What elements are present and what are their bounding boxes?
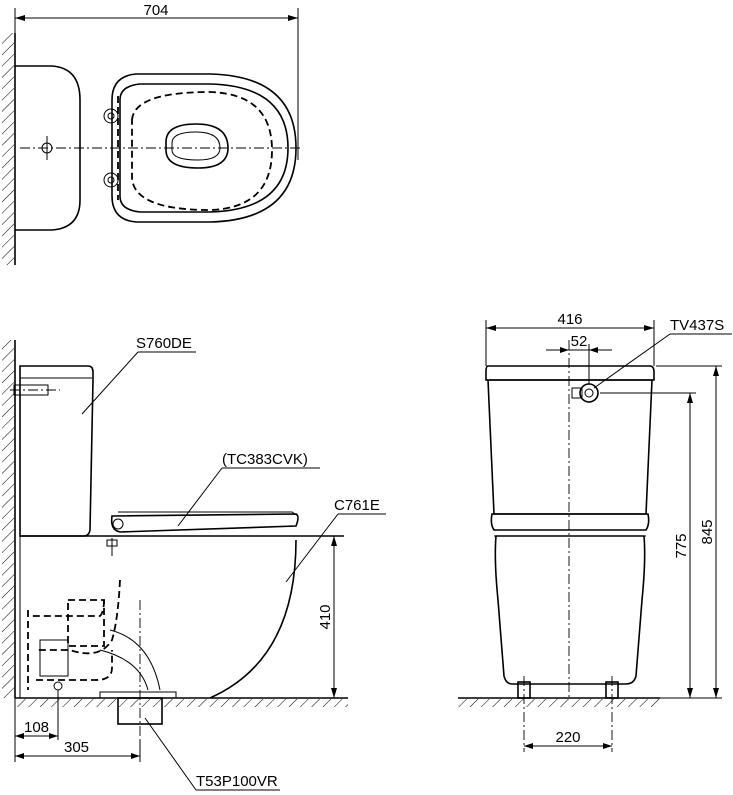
side-108-arrow-right [49,733,58,739]
side-floor-hatch [15,699,348,707]
front-tank-body [487,379,653,515]
side-bowl-label: C761E [334,497,380,514]
side-410-arrow-top [331,536,337,546]
front-width-dim: 416 [557,311,582,328]
side-410-arrow-bottom [331,688,337,698]
side-height-dim: 410 [317,604,334,629]
top-bowl-opening [165,123,229,169]
top-hinge-lower-inner [107,176,115,184]
front-416-arrow-left [486,325,496,331]
side-view: S760DE (TC383CVK) C761E T53P100VR 410 10… [2,335,386,791]
front-handle-plate [571,387,583,399]
top-tank-outline [15,65,81,231]
top-bowl-inner [171,131,221,161]
front-handle-offset-dim: 52 [571,333,588,350]
side-tank-leader [81,351,139,415]
side-trapway-2 [30,599,105,617]
side-305-arrow-left [15,753,24,759]
front-845-arrow-top [713,366,719,376]
front-bolt-spacing-dim: 220 [555,729,580,746]
side-tank-label: S760DE [136,335,192,352]
top-width-dim: 704 [143,2,168,19]
front-845-arrow-bottom [713,688,719,698]
front-416-arrow-right [644,325,654,331]
side-flange-label: T53P100VR [196,773,278,790]
front-220-arrow-left [524,743,533,749]
front-handle-leader [593,333,671,389]
front-775-arrow-top [687,393,693,403]
side-trapway-1 [38,579,121,655]
top-hinge-upper [103,108,119,124]
side-outlet-bolt [53,681,63,691]
side-wall-hatch [2,340,14,698]
side-outlet-rect [39,639,69,677]
side-seat-label: (TC383CVK) [222,451,308,468]
side-trap-curve [109,629,161,691]
side-lid-outline [118,511,299,517]
side-flange-leader [144,717,197,791]
top-seat-outline [119,83,289,213]
front-tank-height-dim: 775 [673,533,690,558]
side-108-arrow-left [15,733,24,739]
front-handle-label: TV437S [670,317,724,334]
top-tank-button [41,142,53,154]
top-rim-dashed [131,91,273,211]
side-seat-outline [110,513,299,533]
side-rough-in-dim: 305 [64,739,89,756]
front-view: 416 52 TV437S 775 845 220 [458,311,732,752]
front-bowl-body [494,535,646,685]
side-trapway-3 [27,610,113,690]
top-view: 704 [2,2,300,265]
top-wall-hatch [2,33,14,265]
front-seat-band [490,513,650,531]
side-flange [99,691,177,699]
top-dim-arrow-left [15,15,25,21]
side-outlet-box [67,599,105,647]
side-hinge-bolt-head [106,539,118,547]
side-seat-leader [177,467,223,527]
side-bowl-outline [209,539,297,699]
front-floor-hatch [458,699,660,707]
side-seat-hinge [112,518,124,530]
side-305-arrow-right [131,753,140,759]
front-total-height-dim: 845 [699,519,716,544]
side-tank-outline [19,365,94,537]
side-bowl-leader [285,513,339,583]
front-tank-lid [485,365,655,381]
front-775-arrow-bottom [687,688,693,698]
front-52-arrow-right [589,347,598,353]
top-hinge-upper-inner [107,112,115,120]
side-trap-curve-2 [99,649,149,691]
top-bowl-outline [111,73,297,223]
side-wall-offset-dim: 108 [24,719,49,736]
top-hinge-lower [103,172,119,188]
top-dim-arrow-right [288,15,298,21]
front-52-arrow-left [560,347,569,353]
front-220-arrow-right [603,743,612,749]
front-handle-inner [584,388,594,398]
